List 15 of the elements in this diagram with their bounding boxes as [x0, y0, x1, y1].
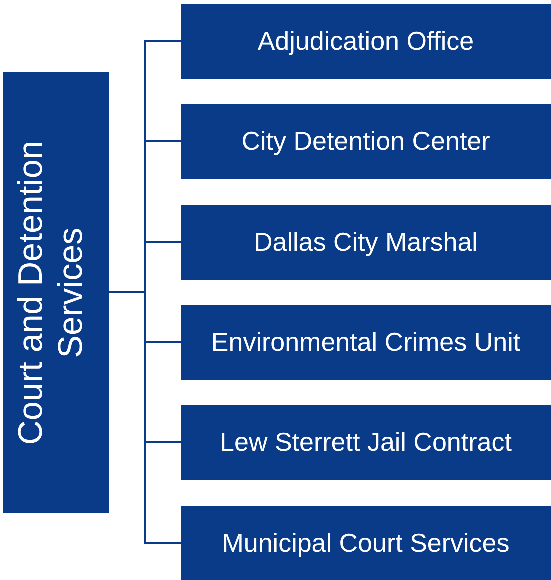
department-title: Court and Detention Services — [11, 139, 91, 447]
division-name: Environmental Crimes Unit — [211, 327, 521, 358]
department-box — [3, 72, 109, 513]
division-name: Municipal Court Services — [222, 528, 510, 559]
division-box — [181, 405, 551, 480]
division-name: Lew Sterrett Jail Contract — [220, 427, 512, 458]
division-box — [181, 4, 551, 79]
division-box — [181, 205, 551, 280]
division-box — [181, 506, 551, 580]
division-name: Dallas City Marshal — [254, 227, 478, 258]
division-name: City Detention Center — [242, 126, 490, 157]
division-name: Adjudication Office — [258, 26, 474, 57]
division-box — [181, 305, 551, 380]
connector-line — [109, 292, 181, 544]
division-box — [181, 104, 551, 179]
